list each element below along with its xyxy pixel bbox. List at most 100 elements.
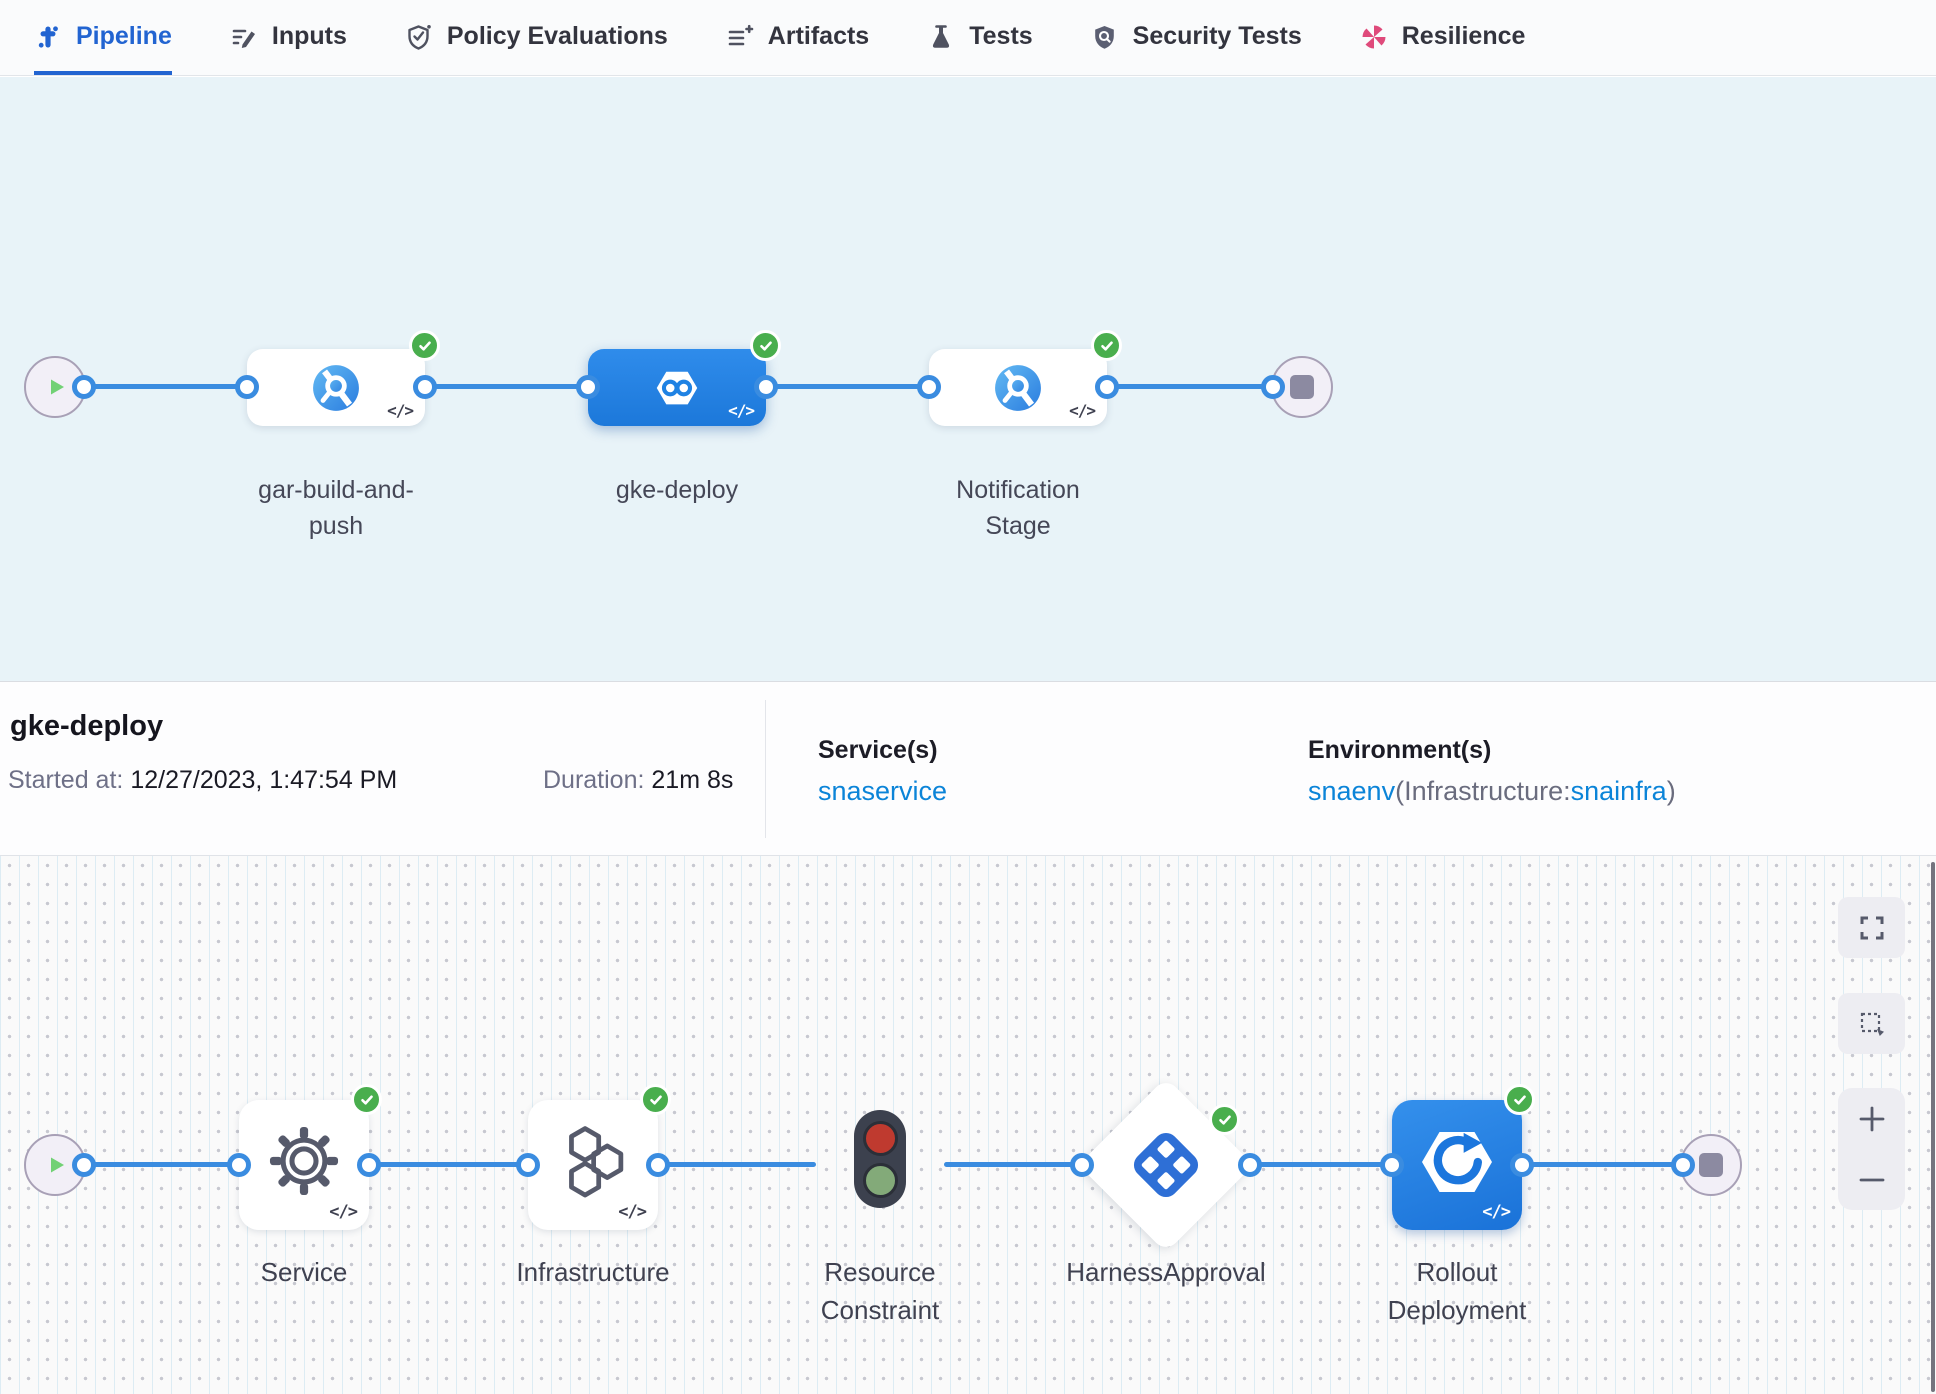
plus-icon (1859, 1106, 1884, 1131)
tab-label: Pipeline (76, 22, 172, 50)
tab-label: Artifacts (767, 22, 870, 50)
connector-port (72, 1153, 96, 1177)
started-at: Started at: 12/27/2023, 1:47:54 PM (8, 766, 397, 795)
fullscreen-icon (1860, 916, 1883, 939)
edge (1107, 384, 1273, 389)
step-label: HarnessApproval (1066, 1257, 1266, 1287)
stop-icon (1290, 375, 1314, 399)
stage-label: gke-deploy (615, 476, 739, 504)
traffic-light-green (862, 1162, 898, 1198)
yaml-code-glyph: </> (329, 1202, 358, 1222)
duration: Duration: 21m 8s (543, 766, 733, 795)
security-tests-icon (1094, 25, 1114, 49)
infrastructure-hexagons-icon (569, 1126, 624, 1198)
step-label: Service (260, 1257, 348, 1287)
tab-artifacts[interactable]: Artifacts (726, 0, 869, 75)
connector-port (1095, 375, 1119, 399)
step-node-resource-constraint[interactable] (854, 1110, 906, 1208)
stage-label: Notification Stage (956, 476, 1080, 540)
stage-label: gar-build-and-push (258, 476, 414, 540)
environment-value: snaenv(Infrastructure:snainfra) (1308, 776, 1676, 807)
stage-graph-canvas: </> </> </> (0, 77, 1936, 681)
success-badge (351, 1084, 382, 1115)
step-label: Resource Constraint (820, 1257, 940, 1325)
step-node-rollout-deployment[interactable]: </> (1392, 1100, 1522, 1230)
stage-node-gke-deploy[interactable]: </> (588, 349, 766, 426)
connector-port (754, 375, 778, 399)
marquee-select-icon (1860, 1012, 1884, 1036)
connector-port (1238, 1153, 1262, 1177)
marquee-select-button[interactable] (1838, 993, 1905, 1054)
step-node-service[interactable]: </> (239, 1100, 369, 1230)
tests-icon (933, 24, 950, 48)
yaml-code-glyph: </> (728, 401, 755, 420)
zoom-in-button[interactable] (1838, 1088, 1905, 1149)
started-at-label: Started at: (8, 766, 124, 794)
connector-port (72, 375, 96, 399)
success-badge (750, 330, 781, 361)
service-link-wrap: snaservice (818, 776, 947, 807)
connector-port (646, 1153, 670, 1177)
edge (766, 384, 929, 389)
play-icon (51, 379, 64, 395)
duration-label: Duration: (543, 766, 645, 794)
edge (1522, 1162, 1683, 1167)
rollout-deployment-icon (1422, 1132, 1492, 1192)
service-gear-icon (269, 1126, 339, 1196)
success-badge (409, 330, 440, 361)
environment-link[interactable]: snaenv (1308, 776, 1396, 806)
step-label: Infrastructure (516, 1257, 670, 1287)
stop-icon (1699, 1153, 1723, 1177)
edge (369, 1162, 528, 1167)
connector-port (357, 1153, 381, 1177)
artifacts-icon (728, 24, 754, 45)
connector-port (576, 375, 600, 399)
connector-port (1261, 375, 1285, 399)
connector-port (1671, 1153, 1695, 1177)
tab-resilience[interactable]: Resilience (1360, 0, 1526, 75)
tab-security-tests[interactable]: Security Tests (1091, 0, 1302, 75)
resilience-icon (1362, 25, 1386, 48)
zoom-out-button[interactable] (1838, 1149, 1905, 1210)
tab-inputs[interactable]: Inputs (230, 0, 347, 75)
infrastructure-link[interactable]: snainfra (1570, 776, 1667, 806)
custom-stage-icon (995, 364, 1041, 411)
tab-label: Resilience (1401, 22, 1526, 50)
inputs-icon (232, 29, 255, 48)
connector-port (1380, 1153, 1404, 1177)
build-stage-icon (313, 364, 359, 411)
step-node-infrastructure[interactable]: </> (528, 1100, 658, 1230)
tab-policy-evaluations[interactable]: Policy Evaluations (405, 0, 668, 75)
yaml-code-glyph: </> (618, 1202, 647, 1222)
edge (944, 1162, 1082, 1167)
fullscreen-button[interactable] (1838, 897, 1905, 958)
deploy-stage-icon (656, 371, 698, 404)
vertical-scrollbar[interactable] (1931, 862, 1935, 1392)
tab-tests[interactable]: Tests (927, 0, 1033, 75)
edge (84, 384, 247, 389)
stage-node-gar-build-and-push[interactable]: </> (247, 349, 425, 426)
execution-tabbar: Pipeline Inputs Policy Evaluations (0, 0, 1936, 76)
step-label: Rollout Deployment (1387, 1257, 1527, 1325)
selected-stage-title: gke-deploy (10, 710, 164, 742)
success-badge (1504, 1084, 1535, 1115)
started-at-value: 12/27/2023, 1:47:54 PM (130, 766, 398, 794)
edge (1250, 1162, 1392, 1167)
tab-label: Tests (969, 22, 1033, 50)
environments-label: Environment(s) (1308, 736, 1492, 764)
stage-node-notification-stage[interactable]: </> (929, 349, 1107, 426)
approval-icon (1133, 1132, 1199, 1198)
tab-pipeline[interactable]: Pipeline (34, 0, 172, 75)
success-badge (1091, 330, 1122, 361)
infrastructure-suffix: ) (1666, 776, 1676, 806)
zoom-panel (1838, 1088, 1905, 1210)
connector-port (1070, 1153, 1094, 1177)
traffic-light-red (862, 1120, 898, 1156)
success-badge (640, 1084, 671, 1115)
service-link[interactable]: snaservice (818, 776, 948, 806)
policy-evaluations-icon (408, 24, 431, 50)
infrastructure-prefix: (Infrastructure: (1395, 776, 1571, 806)
duration-value: 21m 8s (651, 766, 734, 794)
connector-port (1510, 1153, 1534, 1177)
